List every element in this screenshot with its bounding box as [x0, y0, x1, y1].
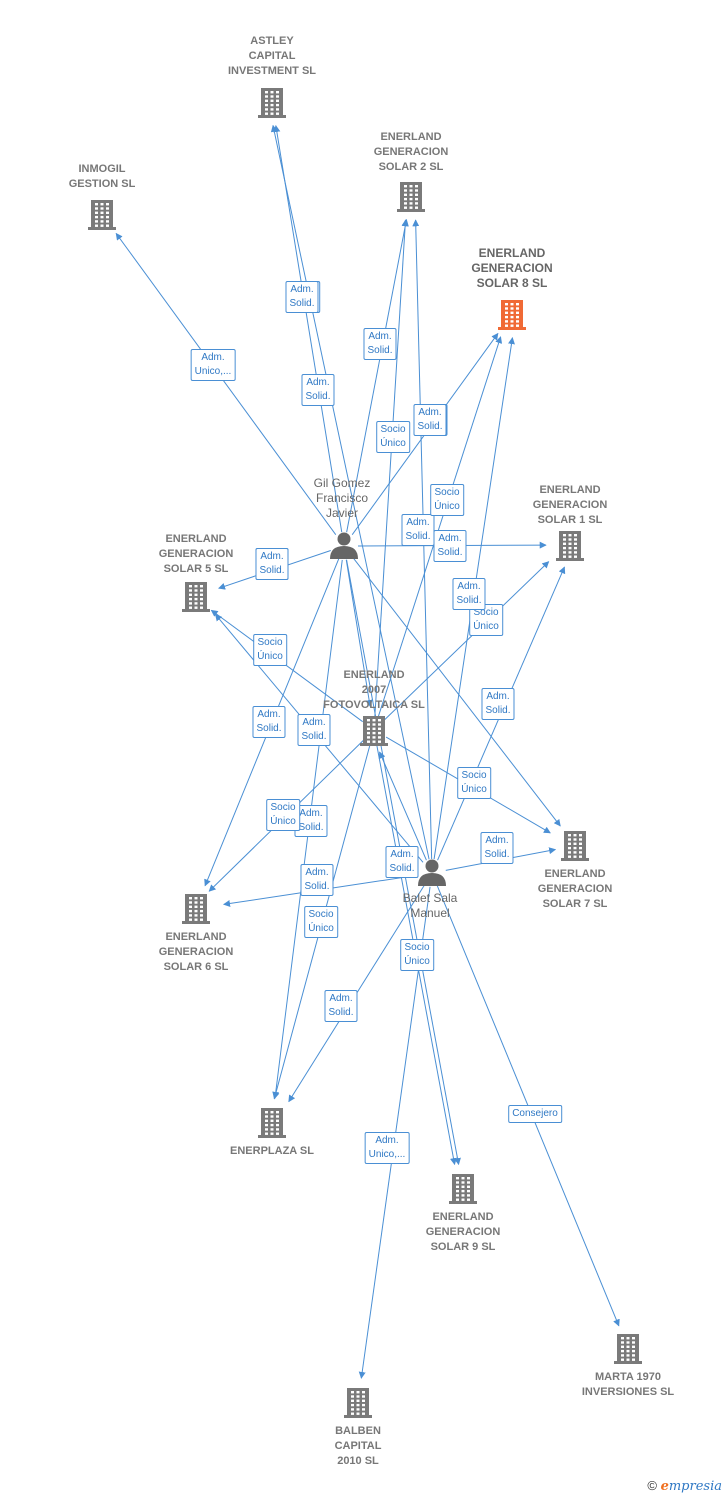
building-icon[interactable] [556, 531, 584, 561]
edge-e2007-s8[interactable] [377, 336, 503, 717]
edge-label[interactable]: Adm. Unico,... [364, 1132, 410, 1164]
building-icon[interactable] [88, 200, 116, 230]
node-label-marta[interactable]: MARTA 1970 INVERSIONES SL [581, 1371, 675, 1398]
node-label-gil[interactable]: Gil Gomez Francisco Javier [313, 476, 371, 520]
brand-rest: mpresia [668, 1479, 722, 1494]
edge-label[interactable]: Socio Único [430, 484, 464, 516]
building-icon[interactable] [344, 1388, 372, 1418]
edge-label[interactable]: Adm. Solid. [480, 832, 514, 864]
building-icon[interactable] [449, 1174, 477, 1204]
edge-label[interactable]: Adm. Unico,... [190, 349, 236, 381]
node-label-enerplaza[interactable]: ENERPLAZA SL [230, 1145, 314, 1157]
node-label-s9[interactable]: ENERLAND GENERACION SOLAR 9 SL [425, 1211, 501, 1253]
edge-label[interactable]: Socio Único [266, 799, 300, 831]
edge-e2007-s2[interactable] [374, 219, 409, 717]
edge-label[interactable]: Adm. Solid. [401, 514, 435, 546]
building-icon[interactable] [258, 1108, 286, 1138]
node-label-s1[interactable]: ENERLAND GENERACION SOLAR 1 SL [532, 484, 608, 526]
node-label-balet[interactable]: Balet Sala Manuel [402, 891, 458, 920]
edge-label[interactable]: Adm. Solid. [300, 864, 334, 896]
edge-label[interactable]: Adm. Solid. [255, 548, 289, 580]
edge-label[interactable]: Adm. Solid. [452, 578, 486, 610]
node-label-balben[interactable]: BALBEN CAPITAL 2010 SL [334, 1425, 382, 1467]
empresia-logo[interactable]: empresia [661, 1479, 722, 1494]
node-label-s5[interactable]: ENERLAND GENERACION SOLAR 5 SL [158, 533, 234, 575]
edge-label[interactable]: Adm. Solid. [297, 714, 331, 746]
edge-label[interactable]: Adm. Solid. [252, 706, 286, 738]
brand-initial: e [660, 1479, 669, 1494]
building-icon[interactable] [614, 1334, 642, 1364]
building-icon[interactable] [561, 831, 589, 861]
edge-label[interactable]: Adm. Solid. [324, 990, 358, 1022]
edge-label[interactable]: Adm. Solid. [433, 530, 467, 562]
edge-gil-s2[interactable] [346, 218, 409, 533]
edge-label[interactable]: Adm. Solid. [301, 374, 335, 406]
building-icon[interactable] [397, 182, 425, 212]
edge-gil-inmogil[interactable] [115, 232, 337, 535]
edge-label[interactable]: Socio Único [400, 939, 434, 971]
edge-label[interactable]: Adm. Solid. [385, 846, 419, 878]
building-icon[interactable] [258, 88, 286, 118]
node-label-s2[interactable]: ENERLAND GENERACION SOLAR 2 SL [373, 131, 449, 173]
edge-balet-e2007[interactable] [378, 751, 427, 861]
edge-label[interactable]: Socio Único [253, 634, 287, 666]
copyright-symbol: © [647, 1478, 657, 1493]
edge-label[interactable]: Socio Único [376, 421, 410, 453]
edge-balet-astley[interactable] [270, 124, 430, 860]
edge-gil-s7[interactable] [352, 556, 561, 827]
copyright: © empresia [647, 1478, 722, 1494]
edge-gil-astley[interactable] [273, 124, 343, 533]
edges-layer [115, 124, 620, 1379]
person-icon[interactable] [418, 859, 446, 887]
node-label-s7[interactable]: ENERLAND GENERACION SOLAR 7 SL [537, 868, 613, 910]
edge-label[interactable]: Adm. Solid. [294, 805, 328, 837]
edge-label[interactable]: Adm. Solid. [363, 328, 397, 360]
edge-label[interactable]: Adm. Solid. [413, 404, 447, 436]
node-label-astley[interactable]: ASTLEY CAPITAL INVESTMENT SL [227, 35, 317, 77]
building-icon[interactable] [182, 582, 210, 612]
node-label-e2007[interactable]: ENERLAND 2007 FOTOVOLTAICA SL [323, 669, 425, 711]
edge-e2007-s5[interactable] [210, 609, 364, 723]
edge-label[interactable]: Adm. Solid. [481, 688, 515, 720]
edge-label[interactable]: Socio Único [457, 767, 491, 799]
node-label-inmogil[interactable]: INMOGIL GESTION SL [68, 163, 136, 190]
nodes-layer [88, 88, 642, 1418]
building-icon[interactable] [498, 300, 526, 330]
edge-gil-e2007[interactable] [345, 559, 373, 708]
building-icon[interactable] [360, 716, 388, 746]
edge-label[interactable]: Socio Único [304, 906, 338, 938]
person-icon[interactable] [330, 532, 358, 560]
edge-label[interactable]: Adm. Solid. [285, 281, 319, 313]
node-label-s8[interactable]: ENERLAND GENERACION SOLAR 8 SL [471, 246, 553, 290]
node-label-s6[interactable]: ENERLAND GENERACION SOLAR 6 SL [158, 931, 234, 973]
building-icon[interactable] [182, 894, 210, 924]
edge-label[interactable]: Consejero [508, 1105, 562, 1123]
edge-label[interactable]: Socio Único [469, 604, 503, 636]
